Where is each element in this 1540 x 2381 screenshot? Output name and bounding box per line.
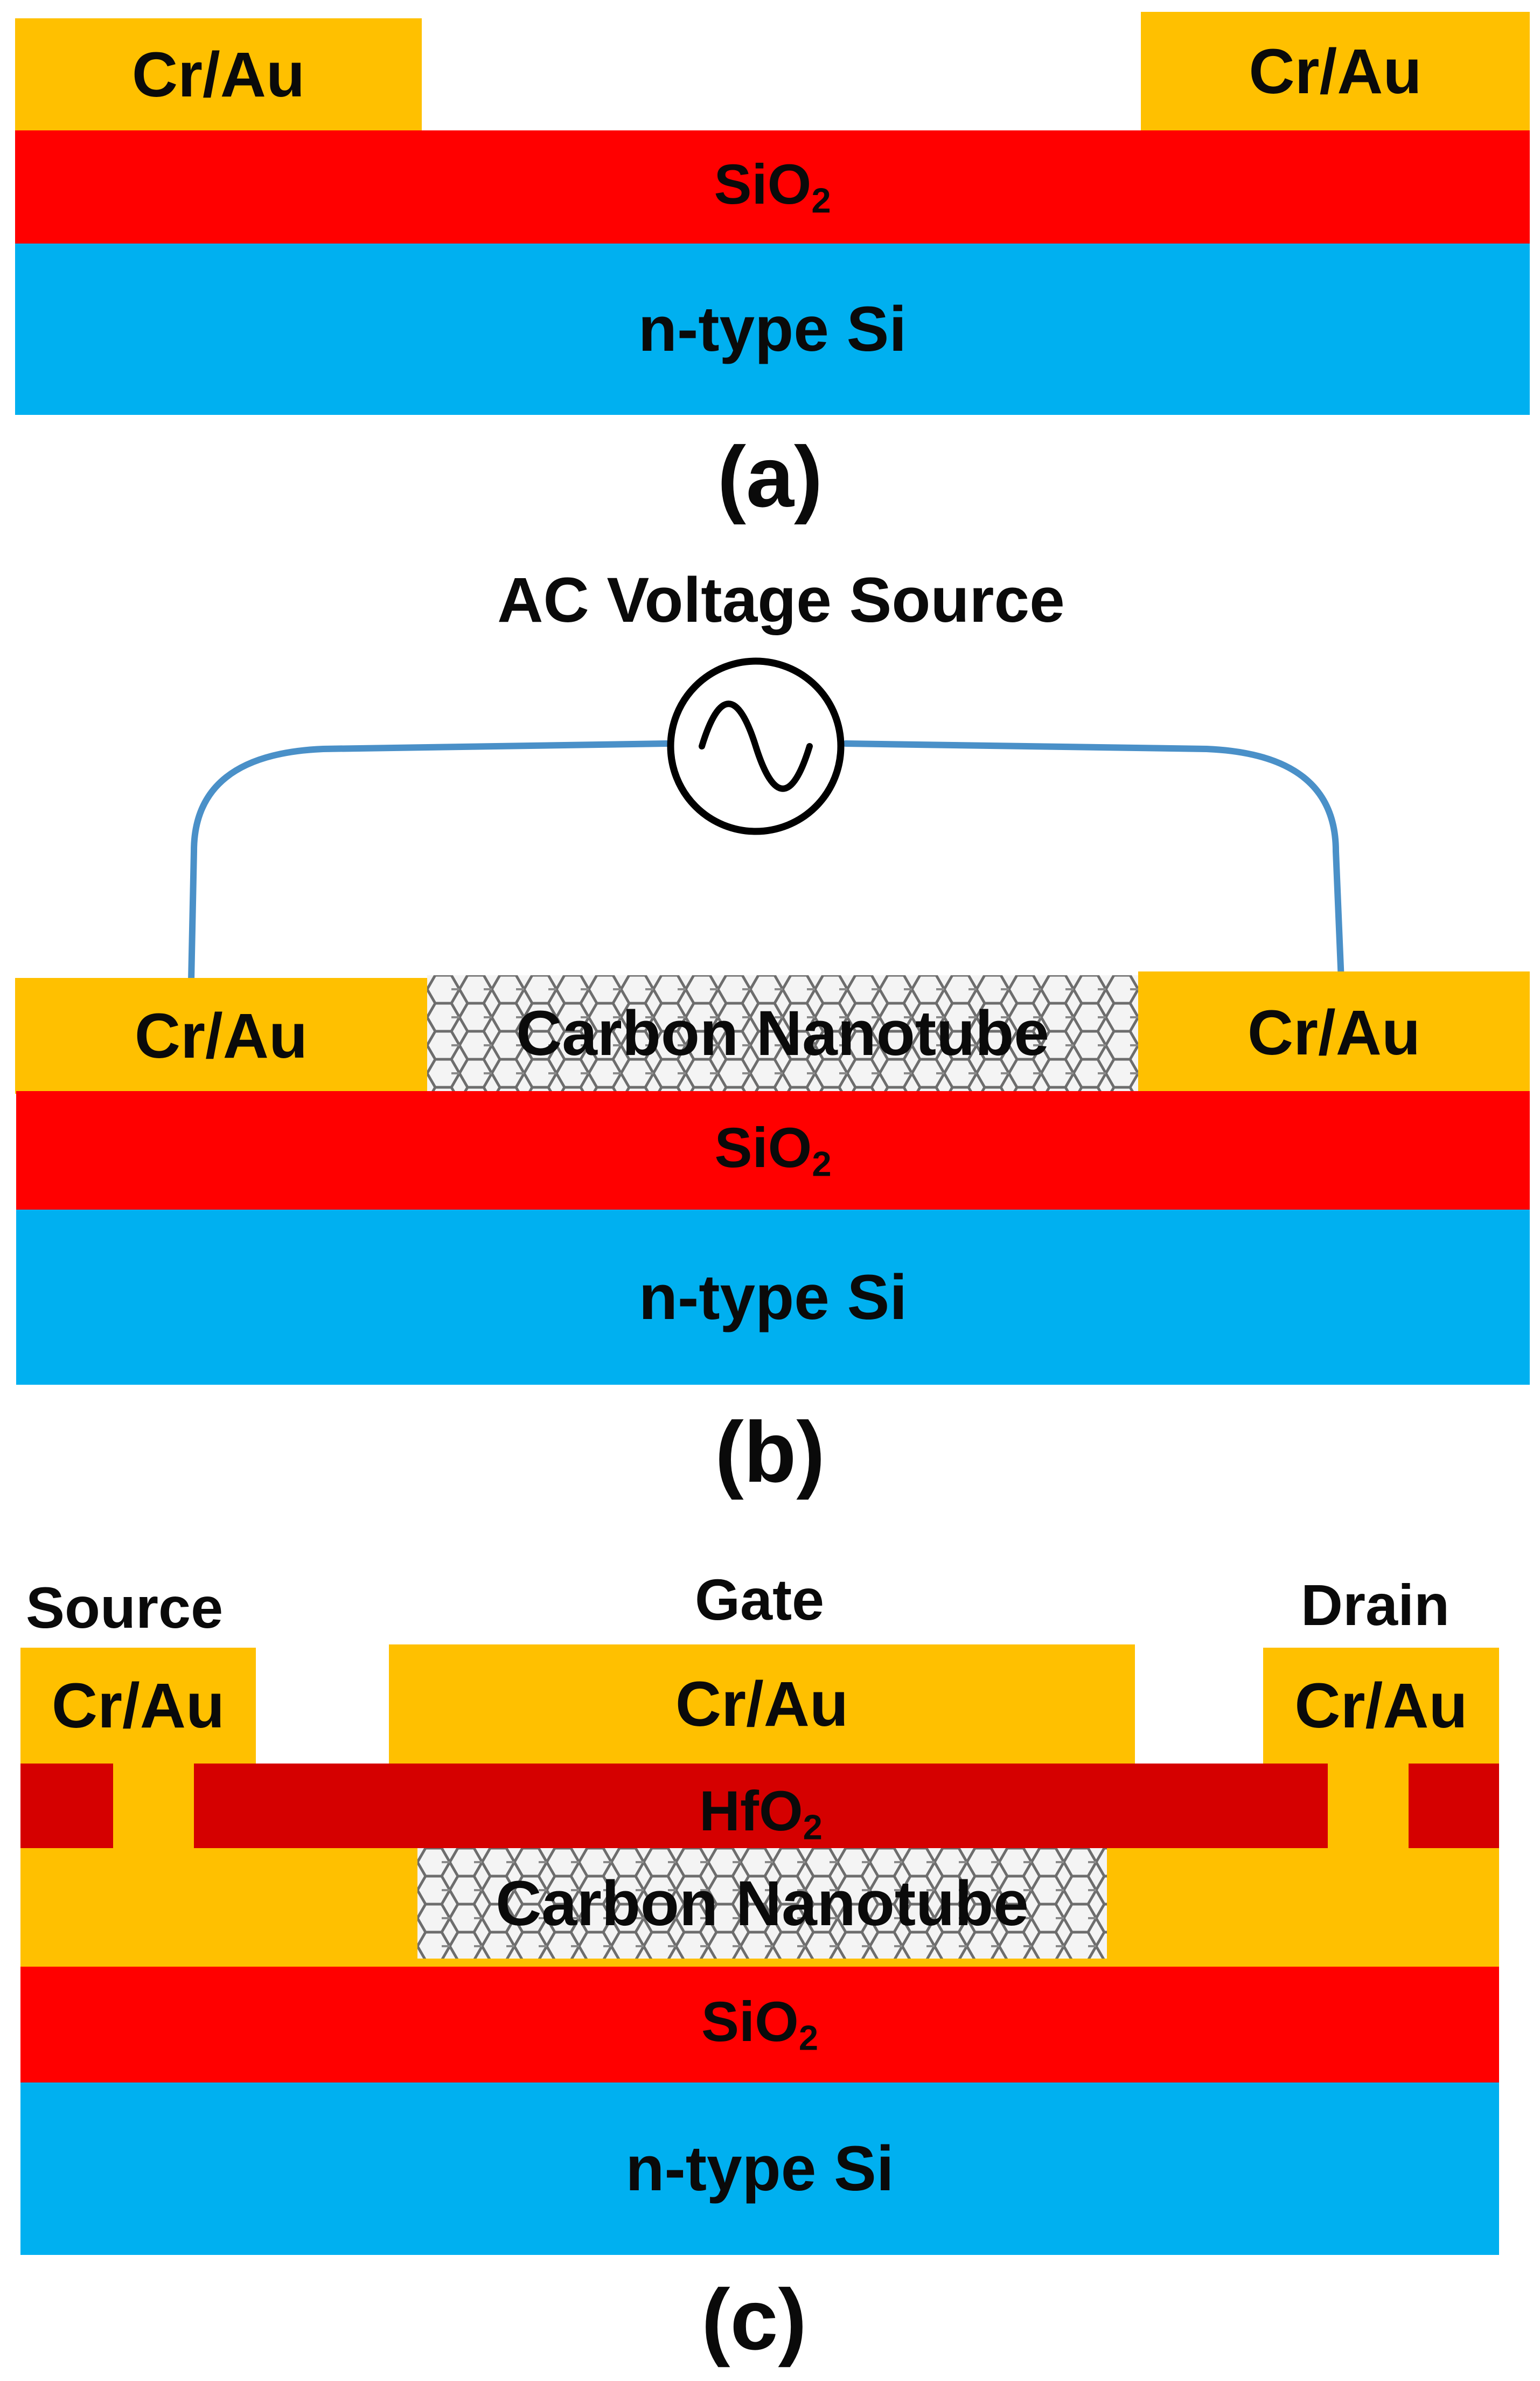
panel-c-label: (c) — [701, 2271, 807, 2368]
sio2-layer: SiO2 — [15, 130, 1530, 244]
contact-label: Cr/Au — [1247, 997, 1421, 1068]
wire — [842, 740, 1344, 984]
carbon-nanotube-channel: Carbon Nanotube — [417, 1848, 1107, 1959]
nanotube-texture — [417, 1848, 1107, 1959]
n-type-si-substrate: n-type Si — [20, 2082, 1499, 2255]
oxide-label: SiO2 — [701, 1990, 819, 2058]
drain-cr-au-contact: Cr/Au — [1263, 1648, 1499, 1764]
cr-au-left-contact: Cr/Au — [15, 978, 427, 1094]
hfo2-segment-right — [1409, 1764, 1499, 1848]
contact-label: Cr/Au — [1294, 1670, 1468, 1741]
oxide-label: SiO2 — [714, 152, 831, 220]
ac-circuit — [188, 657, 1344, 984]
wire — [188, 740, 670, 984]
sio2-layer: SiO2 — [20, 1967, 1499, 2082]
substrate-label: n-type Si — [638, 294, 907, 365]
contact-label: Cr/Au — [51, 1670, 225, 1741]
contact-label: Cr/Au — [131, 39, 305, 110]
panel-b-label: (b) — [715, 1404, 825, 1500]
oxide-label: SiO2 — [714, 1116, 832, 1184]
source-cr-au-contact: Cr/Au — [20, 1648, 256, 1764]
ac-source-icon — [667, 657, 845, 835]
cr-au-right-contact: Cr/Au — [1141, 12, 1530, 131]
hfo2-dielectric: HfO2 — [194, 1764, 1328, 1848]
source-via — [113, 1762, 194, 1848]
drain-via — [1328, 1762, 1409, 1848]
contact-label: Cr/Au — [675, 1668, 849, 1740]
panel-a-label: (a) — [717, 428, 823, 525]
hfo2-segment-left — [20, 1764, 113, 1848]
channel-label: Carbon Nanotube — [516, 997, 1049, 1069]
nanotube-texture — [427, 975, 1138, 1091]
source-terminal-label: Source — [26, 1575, 224, 1640]
drain-terminal-label: Drain — [1301, 1572, 1450, 1637]
ac-source-title: AC Voltage Source — [497, 565, 1065, 636]
n-type-si-substrate: n-type Si — [15, 244, 1530, 415]
carbon-nanotube-channel: Carbon Nanotube — [427, 975, 1138, 1091]
channel-label: Carbon Nanotube — [496, 1868, 1029, 1939]
cr-au-right-contact: Cr/Au — [1138, 971, 1530, 1094]
gate-terminal-label: Gate — [695, 1567, 825, 1632]
dielectric-label: HfO2 — [699, 1780, 823, 1847]
sio2-layer: SiO2 — [16, 1091, 1530, 1210]
n-type-si-substrate: n-type Si — [16, 1210, 1530, 1385]
substrate-label: n-type Si — [638, 1261, 908, 1333]
substrate-label: n-type Si — [625, 2133, 894, 2204]
contact-label: Cr/Au — [134, 1000, 308, 1072]
contact-label: Cr/Au — [1249, 36, 1422, 107]
cr-au-left-contact: Cr/Au — [15, 18, 422, 131]
gate-cr-au-contact: Cr/Au — [389, 1644, 1135, 1764]
